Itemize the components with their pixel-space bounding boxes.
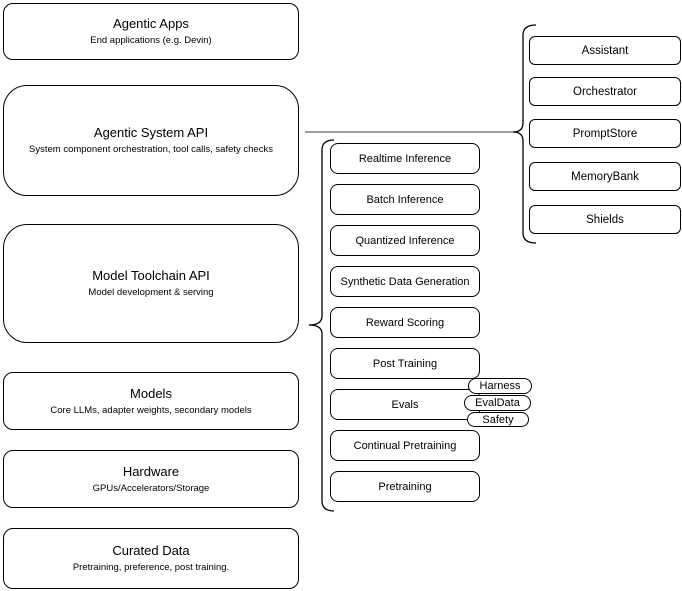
node-quantized-inference: Quantized Inference <box>330 225 480 256</box>
node-memorybank: MemoryBank <box>529 162 681 191</box>
node-hardware: Hardware GPUs/Accelerators/Storage <box>3 450 299 508</box>
node-subtitle: Model development & serving <box>88 287 214 298</box>
node-assistant: Assistant <box>529 36 681 65</box>
node-post-training: Post Training <box>330 348 480 379</box>
node-synthetic-data-generation: Synthetic Data Generation <box>330 266 480 297</box>
node-realtime-inference: Realtime Inference <box>330 143 480 174</box>
node-title: Hardware <box>122 463 180 479</box>
node-model-toolchain-api: Model Toolchain API Model development & … <box>3 224 299 343</box>
node-eval-evaldata: EvalData <box>464 395 531 411</box>
node-promptstore: PromptStore <box>529 119 681 148</box>
node-shields: Shields <box>529 205 681 234</box>
node-subtitle: Pretraining, preference, post training. <box>72 562 230 573</box>
node-title: Model Toolchain API <box>92 268 210 283</box>
node-subtitle: GPUs/Accelerators/Storage <box>92 482 210 494</box>
node-title: Agentic System API <box>93 125 209 140</box>
node-evals: Evals <box>330 389 480 420</box>
node-eval-safety: Safety <box>467 412 529 427</box>
node-models: Models Core LLMs, adapter weights, secon… <box>3 372 299 430</box>
node-orchestrator: Orchestrator <box>529 77 681 106</box>
node-subtitle: End applications (e.g. Devin) <box>90 35 212 46</box>
node-title: Curated Data <box>112 543 190 558</box>
node-title: Models <box>130 385 172 401</box>
node-pretraining: Pretraining <box>330 471 480 502</box>
node-eval-harness: Harness <box>468 378 532 394</box>
node-batch-inference: Batch Inference <box>330 184 480 215</box>
node-agentic-apps: Agentic Apps End applications (e.g. Devi… <box>3 3 299 60</box>
node-reward-scoring: Reward Scoring <box>330 307 480 338</box>
node-curated-data: Curated Data Pretraining, preference, po… <box>3 528 299 589</box>
node-agentic-system-api: Agentic System API System component orch… <box>3 85 299 196</box>
node-subtitle: Core LLMs, adapter weights, secondary mo… <box>50 404 252 416</box>
node-subtitle: System component orchestration, tool cal… <box>29 144 273 155</box>
node-title: Agentic Apps <box>113 16 189 31</box>
node-continual-pretraining: Continual Pretraining <box>330 430 480 461</box>
